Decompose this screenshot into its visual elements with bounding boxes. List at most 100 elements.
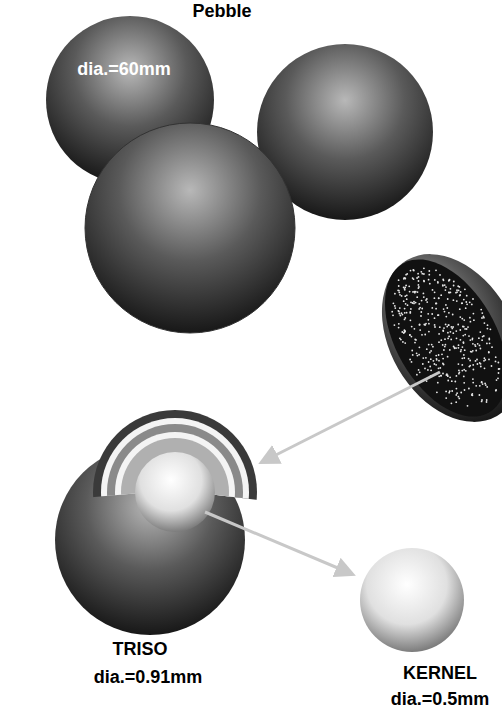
dimension-label: dia.=60mm [77, 60, 171, 80]
fuel-dot [423, 281, 425, 283]
fuel-dot [452, 314, 454, 316]
fuel-dot [406, 312, 408, 314]
fuel-dot [418, 286, 420, 288]
fuel-dot [491, 346, 493, 348]
fuel-dot [398, 279, 400, 281]
fuel-dot [424, 368, 426, 370]
fuel-dot [447, 356, 449, 358]
fuel-dot [406, 294, 408, 296]
fuel-dot [436, 303, 438, 305]
fuel-dot [405, 274, 407, 276]
fuel-dot [414, 328, 416, 330]
cut-pebble [353, 229, 502, 447]
fuel-dot [404, 329, 406, 331]
fuel-dot [437, 314, 439, 316]
fuel-dot [498, 372, 500, 374]
fuel-dot [417, 355, 419, 357]
fuel-dot [436, 391, 438, 393]
fuel-dot [427, 313, 429, 315]
fuel-dot [452, 332, 454, 334]
fuel-dot [434, 326, 436, 328]
fuel-dot [442, 285, 444, 287]
fuel-dot [474, 344, 476, 346]
fuel-dot [452, 326, 454, 328]
fuel-dot [473, 369, 475, 371]
fuel-dot [485, 384, 487, 386]
fuel-dot [471, 394, 473, 396]
fuel-dot [416, 374, 418, 376]
fuel-dot [400, 339, 402, 341]
fuel-dot [477, 343, 479, 345]
fuel-dot [445, 324, 447, 326]
fuel-dot [456, 291, 458, 293]
fuel-dot [455, 401, 457, 403]
fuel-dot [445, 286, 447, 288]
fuel-dot [448, 312, 450, 314]
fuel-dot [421, 273, 423, 275]
fuel-dot [448, 324, 450, 326]
fuel-dot [428, 270, 430, 272]
fuel-dot [411, 326, 413, 328]
fuel-dot [472, 364, 474, 366]
fuel-dot [450, 288, 452, 290]
fuel-dot [462, 326, 464, 328]
fuel-dot [488, 339, 490, 341]
fuel-dot [443, 364, 445, 366]
fuel-dot [419, 346, 421, 348]
fuel-dot [404, 330, 406, 332]
fuel-dot [421, 300, 423, 302]
fuel-dot [444, 311, 446, 313]
fuel-dot [415, 339, 417, 341]
fuel-dot [461, 318, 463, 320]
fuel-dot [392, 314, 394, 316]
fuel-dot [423, 293, 425, 295]
kernel-sphere [360, 548, 464, 652]
fuel-dot [398, 327, 400, 329]
fuel-dot [394, 324, 396, 326]
fuel-dot [472, 378, 474, 380]
fuel-dot [461, 302, 463, 304]
fuel-dot [442, 278, 444, 280]
fuel-dot [436, 358, 438, 360]
fuel-dot [442, 284, 444, 286]
fuel-dot [423, 324, 425, 326]
fuel-dot [412, 291, 414, 293]
fuel-dot [436, 359, 438, 361]
fuel-dot [446, 307, 448, 309]
fuel-dot [430, 350, 432, 352]
fuel-dot [397, 310, 399, 312]
fuel-dot [456, 337, 458, 339]
fuel-dot [409, 334, 411, 336]
fuel-dot [456, 392, 458, 394]
fuel-dot [447, 298, 449, 300]
fuel-dot [398, 292, 400, 294]
fuel-dot [463, 319, 465, 321]
fuel-dot [418, 280, 420, 282]
fuel-dot [440, 375, 442, 377]
fuel-dot [463, 357, 465, 359]
fuel-dot [418, 303, 420, 305]
fuel-dot [497, 377, 499, 379]
fuel-dot [426, 348, 428, 350]
fuel-dot [458, 344, 460, 346]
fuel-dot [479, 385, 481, 387]
fuel-dot [456, 388, 458, 390]
fuel-dot [448, 392, 450, 394]
fuel-dot [495, 390, 497, 392]
fuel-dot [458, 289, 460, 291]
fuel-dot [397, 289, 399, 291]
fuel-dot [407, 304, 409, 306]
fuel-dot [422, 363, 424, 365]
fuel-dot [435, 303, 437, 305]
fuel-dot [418, 369, 420, 371]
fuel-dot [419, 324, 421, 326]
fuel-dot [412, 354, 414, 356]
fuel-dot [458, 369, 460, 371]
fuel-dot [415, 302, 417, 304]
fuel-dot [495, 356, 497, 358]
fuel-dot [430, 358, 432, 360]
fuel-dot [459, 308, 461, 310]
fuel-dot [472, 350, 474, 352]
fuel-dot [499, 368, 501, 370]
fuel-dot [487, 328, 489, 330]
